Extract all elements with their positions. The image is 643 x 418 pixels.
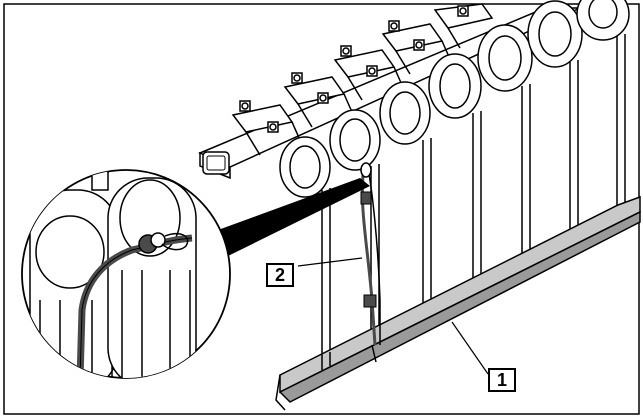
callout-label-1: 1 [488, 368, 516, 392]
callout-label-2: 2 [266, 263, 294, 287]
bracket-5 [433, 3, 494, 49]
bracket-4 [381, 20, 451, 75]
detail-magnifier [21, 169, 231, 379]
spring-tine-7 [576, 0, 630, 222]
bracket-1 [231, 100, 301, 156]
bracket-row [231, 3, 494, 156]
spring-tine-5 [477, 24, 533, 268]
spring-tine-4 [428, 53, 482, 294]
magnifier-pointer [218, 178, 370, 256]
spring-tine-2 [329, 109, 381, 344]
spring-tines [279, 0, 630, 352]
spring-tine-6 [527, 0, 583, 244]
spring-tine-3 [379, 81, 432, 322]
deflector-strip [275, 195, 641, 411]
leader-line-2 [297, 257, 363, 267]
spring-tine-1 [279, 136, 331, 352]
leader-line-1 [451, 321, 489, 375]
bracket-2 [283, 72, 353, 128]
